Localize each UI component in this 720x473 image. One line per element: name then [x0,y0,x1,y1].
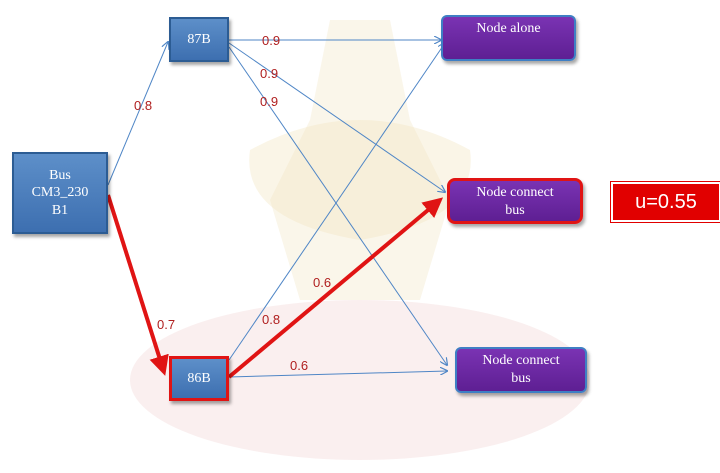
edge-bus-87b [107,42,168,186]
edge-bus-86b-highlight [106,194,169,376]
node-86b: 86B [169,356,229,401]
node-alone: Node alone [441,15,576,61]
edge-87b-connect1 [228,42,445,192]
edge-86b-alone [228,43,445,361]
edge-87b-connect2 [228,46,447,365]
edge-86b-connect2 [228,371,447,378]
weight-87b-connect1: 0.9 [260,66,279,81]
edge-86b-connect1-highlight [227,197,444,379]
weight-bus-86b: 0.7 [157,317,176,332]
weight-87b-alone: 0.9 [262,33,281,48]
node-connect-bus-bottom: Node connect bus [455,347,587,393]
weight-86b-connect1: 0.6 [313,275,332,290]
weight-bus-87b: 0.8 [134,98,153,113]
node-87b: 87B [169,17,229,62]
node-connect-bus-top: Node connect bus [447,178,583,224]
weight-86b-alone: 0.8 [262,312,281,327]
node-bus-cm3-230-b1: Bus CM3_230 B1 [12,152,108,234]
u-value-result: u=0.55 [611,182,720,222]
weight-87b-connect2: 0.9 [260,94,279,109]
weight-86b-connect2: 0.6 [290,358,309,373]
